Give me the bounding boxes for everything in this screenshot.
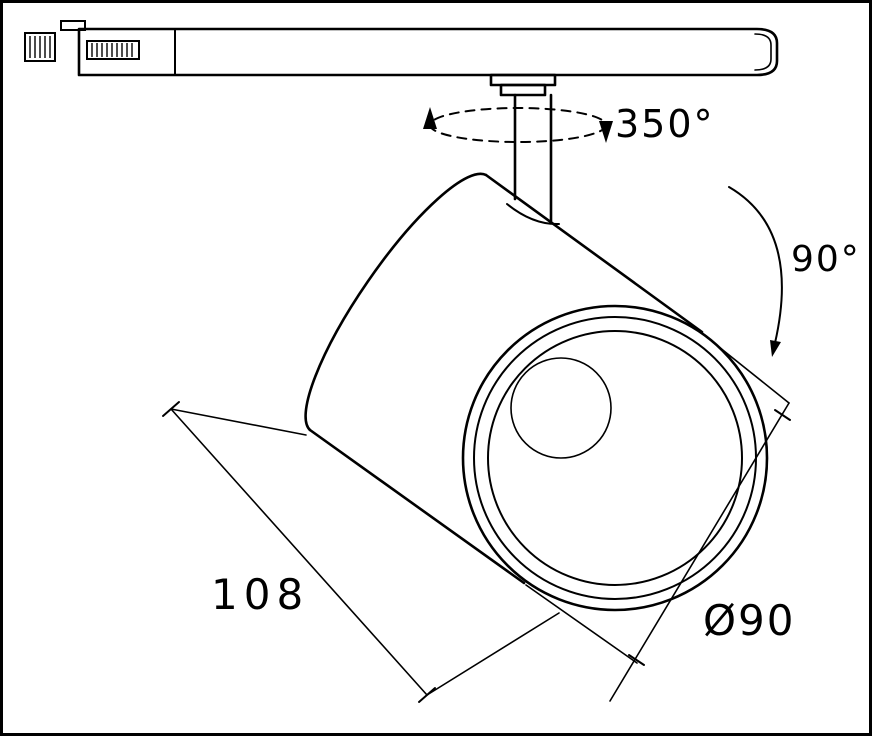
length-dimension: 108 [162, 401, 560, 703]
body-top-edge [484, 173, 704, 334]
track-adapter-grip [86, 40, 140, 60]
reflector-circle [510, 357, 612, 459]
lamp-body [304, 172, 769, 612]
length-extension-line-rear [170, 408, 307, 436]
rotation-arrow-right-icon [599, 121, 613, 143]
length-extension-line-front [426, 612, 560, 696]
body-bottom-edge [308, 428, 526, 585]
track-plug-ribs [29, 36, 51, 58]
rotation-arrow-left-icon [423, 107, 437, 129]
diameter-extension-line-top [703, 334, 790, 404]
track-bar-inner-edge [754, 33, 772, 71]
diameter-dimension-line [609, 402, 790, 702]
diameter-extension-line-bottom [525, 584, 638, 664]
tilt-arrow-icon [770, 340, 781, 357]
length-dimension-line [170, 408, 428, 696]
stem-collar [499, 83, 547, 97]
track-rail [24, 20, 779, 77]
length-tick-end [418, 687, 436, 703]
lens-inner-ring [487, 330, 743, 586]
track-adapter-grip-ribs [91, 43, 133, 57]
tilt-indicator: 90° [728, 186, 861, 357]
tilt-arc [728, 186, 783, 344]
track-plug [24, 32, 56, 62]
diameter-dimension-label: Ø90 [703, 596, 796, 645]
length-dimension-label: 108 [211, 570, 309, 619]
diameter-dimension: Ø90 [525, 334, 796, 702]
rotation-ellipse [429, 107, 607, 143]
track-end-tab [60, 20, 86, 31]
length-tick-start [162, 401, 180, 417]
stem-lock-plate [489, 73, 557, 87]
mounting-stem [489, 73, 560, 226]
track-bar-outline [77, 27, 779, 77]
rotation-indicator: 350° [423, 102, 715, 146]
diameter-tick-bottom [628, 654, 645, 666]
lens-bezel-ring [473, 316, 757, 600]
tilt-angle-label: 90° [791, 239, 861, 280]
diameter-tick-top [774, 409, 791, 421]
track-light-technical-drawing: 350° 90° 108 [24, 20, 861, 703]
lens-outer-ring [461, 304, 769, 612]
rotation-angle-label: 350° [615, 102, 715, 146]
body-rear-cap-arc [304, 172, 488, 432]
